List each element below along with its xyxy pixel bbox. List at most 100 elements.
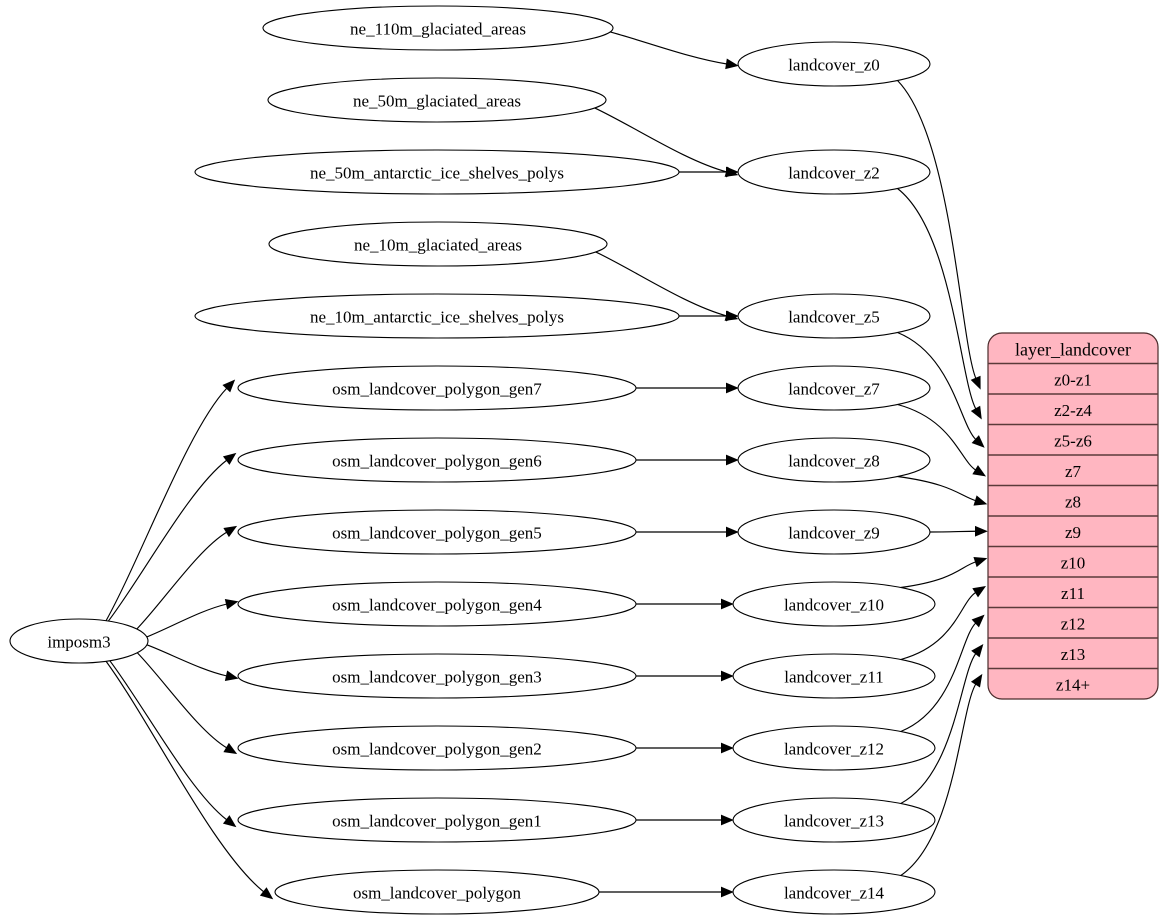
node-osm_landcover_polygon_gen1[interactable]: osm_landcover_polygon_gen1 — [237, 797, 637, 843]
layer-landcover-table[interactable]: layer_landcoverz0-z1z2-z4z5-z6z7z8z9z10z… — [987, 332, 1159, 700]
edge-landcover_z12-to-layer_landcover-z12 — [900, 622, 977, 733]
node-shape — [237, 437, 637, 483]
node-shape — [737, 293, 931, 339]
node-shape — [732, 653, 936, 699]
node-landcover_z8[interactable]: landcover_z8 — [737, 437, 931, 483]
edge-arrowhead — [222, 379, 236, 393]
edge-arrowhead — [726, 454, 739, 466]
edge-arrowhead — [223, 525, 238, 538]
node-shape — [737, 149, 931, 195]
node-shape — [737, 509, 931, 555]
layer-table-row-label: z2-z4 — [1054, 401, 1092, 420]
layer-table-row-label: z7 — [1065, 462, 1082, 481]
edge-landcover_z14-to-layer_landcover-z14- — [900, 683, 977, 876]
edge-layer — [105, 31, 988, 900]
node-label: ne_50m_glaciated_areas — [353, 92, 521, 111]
node-landcover_z14[interactable]: landcover_z14 — [732, 869, 936, 915]
edge-arrowhead — [725, 58, 739, 70]
node-shape — [194, 149, 680, 195]
layer-table-row-label: z5-z6 — [1054, 431, 1092, 450]
edge-arrowhead — [721, 814, 734, 826]
node-ne_50m_glaciated_areas[interactable]: ne_50m_glaciated_areas — [267, 77, 607, 123]
node-osm_landcover_polygon_gen6[interactable]: osm_landcover_polygon_gen6 — [237, 437, 637, 483]
edge-arrowhead — [970, 405, 982, 420]
edge-landcover_z7-to-layer_landcover-z7 — [897, 403, 977, 471]
node-shape — [732, 725, 936, 771]
node-label: osm_landcover_polygon_gen7 — [332, 380, 542, 399]
node-label: landcover_z0 — [788, 56, 880, 75]
node-shape — [732, 797, 936, 843]
node-osm_landcover_polygon_gen7[interactable]: osm_landcover_polygon_gen7 — [237, 365, 637, 411]
edge-arrowhead — [259, 887, 274, 900]
edge-landcover_z5-to-layer_landcover-z5-z6 — [897, 331, 977, 441]
node-landcover_z11[interactable]: landcover_z11 — [732, 653, 936, 699]
node-label: osm_landcover_polygon — [353, 884, 522, 903]
node-shape — [737, 41, 931, 87]
node-ne_50m_antarctic_ice_shelves_polys[interactable]: ne_50m_antarctic_ice_shelves_polys — [194, 149, 680, 195]
node-imposm3[interactable]: imposm3 — [9, 618, 149, 664]
node-osm_landcover_polygon_gen3[interactable]: osm_landcover_polygon_gen3 — [237, 653, 637, 699]
edge-arrowhead — [972, 465, 987, 477]
node-osm_landcover_polygon_gen4[interactable]: osm_landcover_polygon_gen4 — [237, 581, 637, 627]
layer-table-row-label: z0-z1 — [1054, 370, 1092, 389]
layer-table-row-label: z11 — [1061, 584, 1085, 603]
node-landcover_z9[interactable]: landcover_z9 — [737, 509, 931, 555]
node-landcover_z13[interactable]: landcover_z13 — [732, 797, 936, 843]
edge-arrowhead — [726, 526, 739, 538]
edge-arrowhead — [223, 742, 238, 755]
node-landcover_z5[interactable]: landcover_z5 — [737, 293, 931, 339]
edge-arrowhead — [726, 382, 739, 394]
node-label: landcover_z13 — [784, 812, 884, 831]
edge-imposm3-to-osm_landcover_polygon — [105, 660, 265, 893]
layer-table-row-label: z8 — [1065, 492, 1081, 511]
edge-ne_50m_glaciated_areas-to-landcover_z2 — [594, 107, 728, 173]
node-layer: imposm3 ne_110m_glaciated_areas ne_50m_gla… — [9, 5, 936, 915]
edge-imposm3-to-osm_landcover_polygon_gen5 — [136, 531, 228, 630]
node-shape — [237, 365, 637, 411]
node-shape — [237, 725, 637, 771]
node-label: ne_10m_glaciated_areas — [354, 236, 522, 255]
edge-landcover_z13-to-layer_landcover-z13 — [900, 652, 977, 805]
node-osm_landcover_polygon_gen5[interactable]: osm_landcover_polygon_gen5 — [237, 509, 637, 555]
node-label: landcover_z10 — [784, 596, 884, 615]
node-label: landcover_z12 — [784, 740, 884, 759]
node-shape — [237, 653, 637, 699]
edge-arrowhead — [726, 310, 739, 322]
node-landcover_z10[interactable]: landcover_z10 — [732, 581, 936, 627]
node-landcover_z12[interactable]: landcover_z12 — [732, 725, 936, 771]
edge-landcover_z10-to-layer_landcover-z10 — [900, 561, 977, 589]
node-label: imposm3 — [47, 633, 110, 652]
node-landcover_z2[interactable]: landcover_z2 — [737, 149, 931, 195]
node-label: osm_landcover_polygon_gen6 — [332, 452, 542, 471]
node-label: ne_50m_antarctic_ice_shelves_polys — [310, 164, 564, 183]
node-osm_landcover_polygon_gen2[interactable]: osm_landcover_polygon_gen2 — [237, 725, 637, 771]
node-shape — [9, 618, 149, 664]
node-label: ne_10m_antarctic_ice_shelves_polys — [310, 308, 564, 327]
edge-landcover_z0-to-layer_landcover-z0-z1 — [897, 80, 977, 379]
edge-imposm3-to-osm_landcover_polygon_gen1 — [109, 660, 228, 821]
node-ne_110m_glaciated_areas[interactable]: ne_110m_glaciated_areas — [262, 5, 614, 51]
edge-arrowhead — [224, 670, 239, 682]
edge-arrowhead — [970, 673, 983, 688]
node-osm_landcover_polygon[interactable]: osm_landcover_polygon — [274, 869, 600, 915]
edge-arrowhead — [971, 435, 985, 448]
edge-ne_110m_glaciated_areas-to-landcover_z0 — [609, 31, 728, 65]
node-landcover_z7[interactable]: landcover_z7 — [737, 365, 931, 411]
edge-arrowhead — [721, 670, 734, 682]
edge-landcover_z8-to-layer_landcover-z8 — [897, 475, 977, 502]
node-ne_10m_antarctic_ice_shelves_polys[interactable]: ne_10m_antarctic_ice_shelves_polys — [194, 293, 680, 339]
edge-arrowhead — [973, 495, 988, 506]
node-label: landcover_z9 — [788, 524, 880, 543]
node-shape — [268, 221, 608, 267]
node-shape — [737, 437, 931, 483]
node-label: osm_landcover_polygon_gen4 — [332, 596, 542, 615]
edge-imposm3-to-osm_landcover_polygon_gen6 — [107, 459, 228, 622]
node-label: landcover_z11 — [784, 668, 883, 687]
node-ne_10m_glaciated_areas[interactable]: ne_10m_glaciated_areas — [268, 221, 608, 267]
node-landcover_z0[interactable]: landcover_z0 — [737, 41, 931, 87]
edge-arrowhead — [726, 166, 739, 178]
node-shape — [737, 365, 931, 411]
edge-arrowhead — [222, 452, 237, 465]
node-shape — [732, 869, 936, 915]
